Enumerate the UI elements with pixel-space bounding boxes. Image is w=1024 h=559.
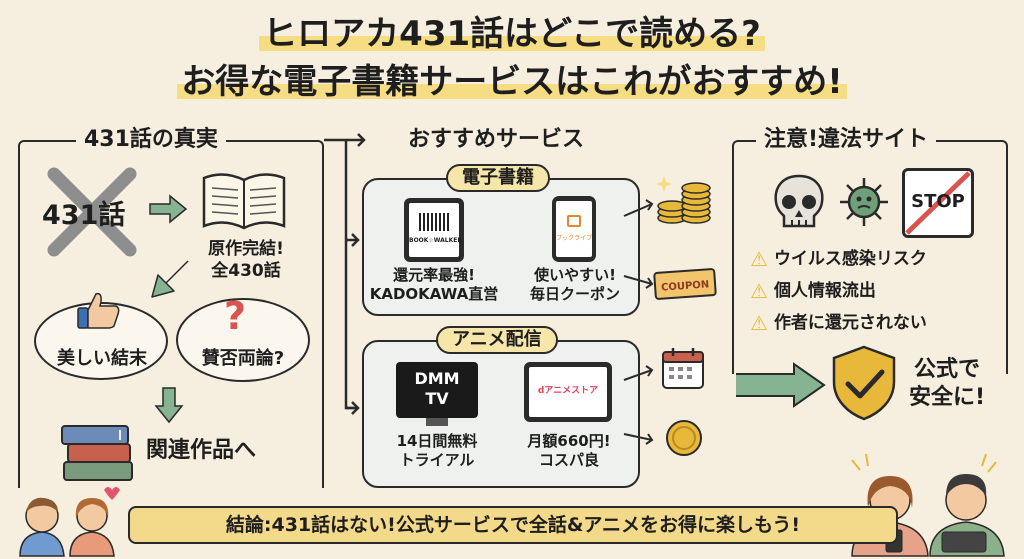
bookwalker-tablet[interactable]: BOOK☆WALKER: [404, 198, 464, 262]
arrows-to-benefits: [623, 365, 654, 445]
booklive-logo: ブックライブ: [556, 235, 593, 242]
booklive-caption: 使いやすい! 毎日クーポン: [529, 266, 620, 303]
stop-sign: STOP: [902, 168, 974, 238]
danime-caption: 月額660円! コスパ良: [527, 432, 611, 469]
conclusion-banner: 結論:431話はない!公式サービスで全話&アニメをお得に楽しもう!: [128, 506, 898, 544]
prohibit-icon: [905, 171, 971, 235]
book-icon: [567, 215, 581, 227]
book-stack-icon: [61, 425, 133, 481]
kids-illustration: [19, 487, 120, 557]
good-ending-label: 美しい結末: [57, 348, 147, 369]
crossed-episode-label: 431話: [42, 200, 126, 231]
bookwalker-logo: BOOK☆WALKER: [409, 237, 462, 244]
dmm-tv-monitor[interactable]: DMM TV: [396, 362, 478, 418]
open-book-icon: [202, 173, 286, 230]
coupon-label: COUPON: [660, 279, 710, 294]
gold-coin-icon: [666, 420, 702, 456]
coin-stack-icon: [656, 176, 711, 224]
anime-heading: アニメ配信: [436, 326, 558, 354]
bookwalker-caption: 還元率最強! KADOKAWA直営: [369, 266, 499, 303]
shield-check-icon: [832, 345, 896, 421]
truth-heading: 431話の真実: [76, 126, 226, 154]
arrows-to-rewards: [623, 199, 654, 289]
warning-icon: ⚠: [750, 311, 768, 335]
danime-logo: dアニメストア: [537, 386, 599, 396]
barcode-icon: [419, 213, 449, 231]
stop-label: STOP: [911, 191, 965, 212]
monitor-stand: [426, 418, 448, 426]
arrow-down-icon: [154, 387, 184, 424]
safe-label: 公式で 安全に!: [908, 357, 986, 410]
dmm-logo-line-1: DMM: [414, 369, 460, 388]
calendar-icon: [662, 348, 704, 389]
cross-mark-icon: [47, 167, 137, 257]
dmm-caption: 14日間無料 トライアル: [396, 432, 478, 469]
arrow-right-icon: [149, 194, 188, 224]
skull-icon: [774, 174, 824, 228]
debate-bubble: [176, 298, 310, 382]
question-mark-icon: ?: [224, 294, 247, 338]
virus-icon: [840, 178, 888, 226]
connector-arrows: [324, 133, 366, 415]
page-title: ヒロアカ431話はどこで読める? お得な電子書籍サービスはこれがおすすめ!: [0, 10, 1024, 106]
arrow-to-safe-icon: [736, 362, 826, 408]
warning-item-virus: ⚠ ウイルス感染リスク: [750, 247, 927, 271]
warning-item-privacy: ⚠ 個人情報流出: [750, 279, 876, 303]
related-works-label[interactable]: 関連作品へ: [146, 438, 257, 463]
warning-icon: ⚠: [750, 247, 768, 271]
coupon-ticket: COUPON: [653, 267, 717, 301]
title-line-2: お得な電子書籍サービスはこれがおすすめ!: [177, 62, 847, 102]
thumbs-up-icon: [77, 292, 120, 329]
danime-tablet[interactable]: dアニメストア: [524, 362, 612, 422]
ebook-heading: 電子書籍: [446, 164, 550, 192]
dmm-logo-line-2: TV: [425, 389, 449, 408]
arrow-down-left-icon: [151, 260, 189, 298]
warning-item-author: ⚠ 作者に還元されない: [750, 311, 927, 335]
recommend-heading: おすすめサービス: [400, 126, 593, 154]
warning-heading: 注意!違法サイト: [756, 126, 937, 154]
warning-icon: ⚠: [750, 279, 768, 303]
debate-label: 賛否両論?: [201, 348, 285, 369]
book-caption: 原作完結! 全430話: [208, 239, 284, 281]
booklive-phone[interactable]: ブックライブ: [552, 196, 596, 262]
title-line-1: ヒロアカ431話はどこで読める?: [259, 14, 765, 54]
